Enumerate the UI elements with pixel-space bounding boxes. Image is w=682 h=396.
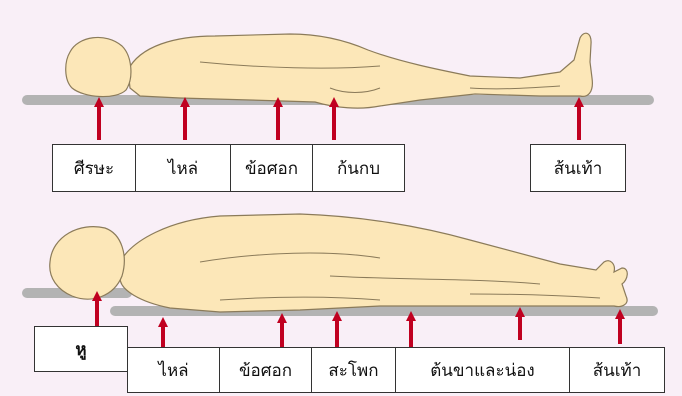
bottom-label-heel: ส้นเท้า <box>569 347 665 393</box>
bottom-label-elbow: ข้อศอก <box>219 347 312 393</box>
top-label-heel: ส้นเท้า <box>530 144 626 192</box>
top-label-elbow: ข้อศอก <box>230 144 313 192</box>
bottom-label-ear: หู <box>34 326 128 372</box>
top-label-shoulder: ไหล่ <box>135 144 231 192</box>
top-label-sacrum: ก้นกบ <box>312 144 405 192</box>
top-arrows <box>99 102 579 140</box>
bottom-label-thigh-calf: ต้นขาและน่อง <box>395 347 570 393</box>
top-label-head: ศีรษะ <box>52 144 136 192</box>
bottom-label-hip: สะโพก <box>311 347 396 393</box>
bottom-label-shoulder: ไหล่ <box>127 347 220 393</box>
